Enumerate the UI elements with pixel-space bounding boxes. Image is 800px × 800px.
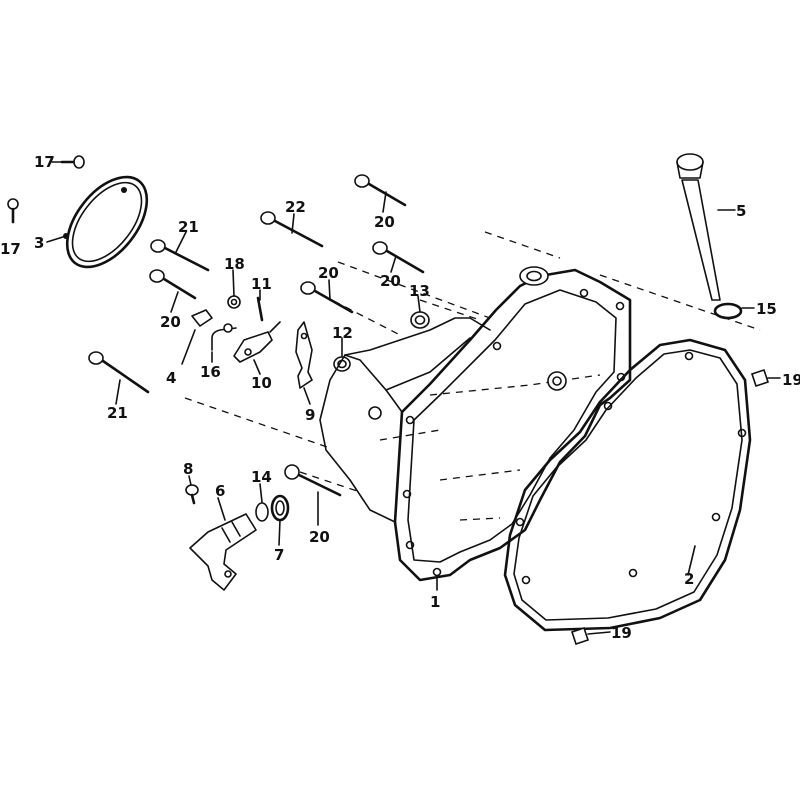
part-7-seal bbox=[270, 494, 290, 522]
label-15: 15 bbox=[756, 300, 777, 318]
part-11-pin bbox=[256, 296, 264, 322]
label-19-upper: 19 bbox=[782, 371, 800, 389]
part-9-plate bbox=[295, 321, 313, 389]
label-16: 16 bbox=[200, 363, 221, 381]
label-7: 7 bbox=[274, 546, 284, 564]
label-17-left: 17 bbox=[0, 240, 21, 258]
part-10-lever bbox=[233, 321, 281, 363]
part-15-oring bbox=[713, 302, 743, 320]
label-1: 1 bbox=[430, 593, 440, 611]
label-18: 18 bbox=[224, 255, 245, 273]
part-19-dowel-upper bbox=[750, 368, 770, 388]
part-17-screw-left bbox=[7, 198, 19, 224]
label-21-lower: 21 bbox=[107, 404, 128, 422]
part-21-bolt-lower bbox=[88, 351, 150, 394]
part-21-bolt-upper bbox=[150, 239, 210, 272]
part-20-bolt-center bbox=[300, 281, 354, 314]
label-9: 9 bbox=[305, 406, 315, 424]
label-20-center: 20 bbox=[318, 264, 339, 282]
label-21-upper: 21 bbox=[178, 218, 199, 236]
label-10: 10 bbox=[251, 374, 272, 392]
part-6-shaft bbox=[189, 513, 257, 591]
label-17-top: 17 bbox=[34, 153, 55, 171]
label-13: 13 bbox=[409, 282, 430, 300]
label-20-top: 20 bbox=[374, 213, 395, 231]
label-22: 22 bbox=[285, 198, 306, 216]
part-16-spring-pin bbox=[211, 323, 237, 351]
part-13-bushing bbox=[410, 311, 430, 329]
label-14: 14 bbox=[251, 468, 272, 486]
part-20-bolt-mid bbox=[372, 241, 425, 274]
part-20-bolt-bottom bbox=[284, 464, 342, 497]
label-20-left: 20 bbox=[160, 313, 181, 331]
label-19-lower: 19 bbox=[611, 624, 632, 642]
part-19-dowel-lower bbox=[570, 626, 590, 646]
part-3-ring bbox=[63, 175, 149, 269]
part-labels: 1 2 3 4 5 6 7 8 9 10 11 12 13 14 15 16 1… bbox=[0, 153, 800, 642]
part-17-screw-top bbox=[60, 155, 85, 169]
label-4: 4 bbox=[166, 369, 176, 387]
assembly-centerlines bbox=[184, 231, 761, 493]
part-2-gasket bbox=[503, 338, 752, 632]
part-8-bolt bbox=[185, 484, 199, 505]
label-20-mid: 20 bbox=[380, 272, 401, 290]
label-8: 8 bbox=[183, 460, 193, 478]
part-5-dipstick bbox=[676, 153, 721, 301]
label-11: 11 bbox=[251, 275, 272, 293]
part-18-nut bbox=[227, 295, 241, 309]
label-20-bottom: 20 bbox=[309, 528, 330, 546]
leader-lines bbox=[46, 161, 781, 635]
part-20-bolt-top bbox=[354, 174, 407, 207]
label-2: 2 bbox=[684, 570, 694, 588]
part-14-oring bbox=[255, 502, 269, 522]
label-3: 3 bbox=[34, 234, 44, 252]
label-12: 12 bbox=[332, 324, 353, 342]
part-22-bolt bbox=[260, 211, 324, 248]
label-6: 6 bbox=[215, 482, 225, 500]
part-20-bolt-left bbox=[149, 269, 197, 300]
label-5: 5 bbox=[736, 202, 746, 220]
part-1-crankcase-cover bbox=[319, 266, 632, 582]
part-4-bracket bbox=[191, 309, 213, 327]
